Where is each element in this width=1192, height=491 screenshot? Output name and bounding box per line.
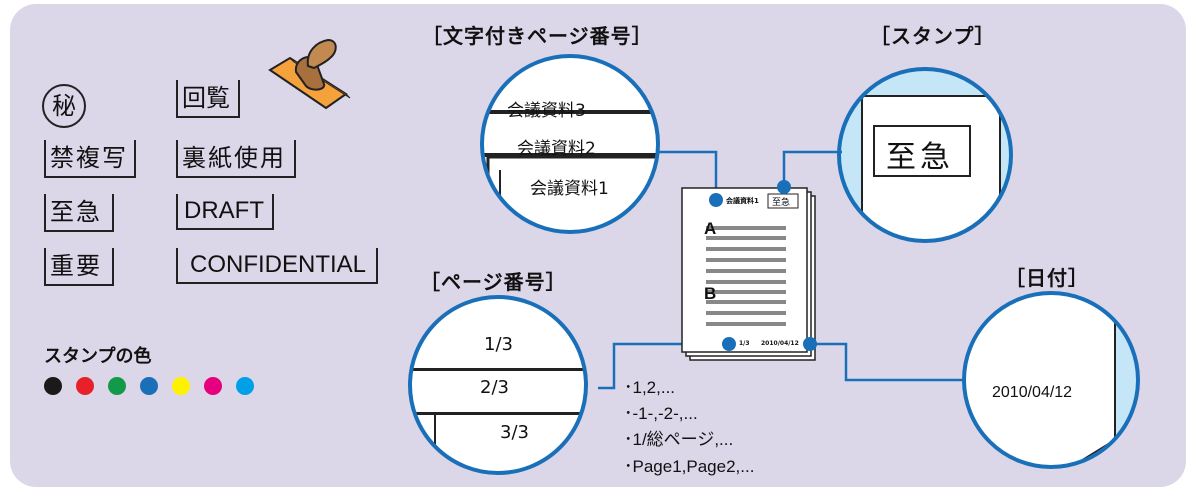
stamp-important: 重要 [44, 248, 114, 286]
stamp-secret-label: 秘 [52, 92, 76, 120]
stamp-urgent-label: 至急 [50, 198, 102, 226]
text-page-item-3: 会議資料3 [507, 101, 586, 121]
doc-footer-date: 2010/04/12 [761, 340, 799, 347]
page-format-4: ･Page1,Page2,... [624, 457, 755, 476]
stamp-circulation-label: 回覧 [182, 84, 230, 112]
doc-section-b: B [704, 284, 717, 303]
page-number-item-3: 3/3 [500, 422, 529, 443]
stamp-secret: 秘 [42, 84, 86, 128]
stamp-color-swatch [76, 377, 94, 395]
stamp-no-copy: 禁複写 [44, 140, 136, 178]
header-date: ［日付］ [1005, 266, 1089, 290]
page-format-2: ･-1-,-2-,... [624, 404, 698, 423]
stamp-important-label: 重要 [50, 252, 102, 280]
stamp-circulation: 回覧 [176, 80, 240, 118]
connector-dots [709, 180, 817, 351]
date-circle [962, 291, 1140, 469]
stamp-color-swatch [236, 377, 254, 395]
header-page-number: ［ページ番号］ [420, 270, 567, 294]
page-format-3: ･1/総ページ,... [624, 430, 734, 449]
stamp-draft-label: DRAFT [184, 197, 264, 224]
stamp-colors-label: スタンプの色 [44, 346, 152, 367]
doc-header-stamp: 至急 [772, 198, 791, 208]
stamp-color-swatch [140, 377, 158, 395]
stamp-urgent: 至急 [44, 194, 114, 232]
stamp-no-copy-label: 禁複写 [50, 144, 128, 172]
page-number-item-2: 2/3 [480, 377, 509, 398]
stamp-draft: DRAFT [176, 194, 274, 230]
stamp-confidential-label: CONFIDENTIAL [190, 251, 367, 278]
stamp-reuse: 裏紙使用 [176, 140, 296, 178]
stamp-color-swatch [44, 377, 62, 395]
connector-lines [598, 150, 966, 390]
stamp-circle [837, 67, 1013, 243]
page-format-1: ･1,2,... [624, 378, 676, 397]
text-page-number-circle [480, 54, 660, 234]
page-number-circle [408, 295, 588, 475]
doc-header-text: 会議資料1 [726, 197, 759, 205]
document-stack [681, 187, 816, 361]
stamp-color-swatch [204, 377, 222, 395]
doc-footer-page: 1/3 [739, 340, 750, 347]
stamp-reuse-label: 裏紙使用 [182, 144, 286, 172]
doc-section-a: A [704, 219, 717, 238]
header-text-page-number: ［文字付きページ番号］ [422, 24, 653, 48]
rubber-stamp-icon [268, 38, 351, 110]
page-number-item-1: 1/3 [484, 334, 513, 355]
stamp-confidential: CONFIDENTIAL [176, 248, 379, 284]
stamp-color-swatch [108, 377, 126, 395]
text-page-item-2: 会議資料2 [517, 139, 596, 159]
stamp-color-swatch [172, 377, 190, 395]
header-stamp: ［スタンプ］ [870, 24, 996, 48]
stamp-circle-text: 至急 [886, 140, 954, 175]
text-page-item-1: 会議資料1 [530, 179, 609, 199]
date-circle-text: 2010/04/12 [992, 384, 1073, 401]
